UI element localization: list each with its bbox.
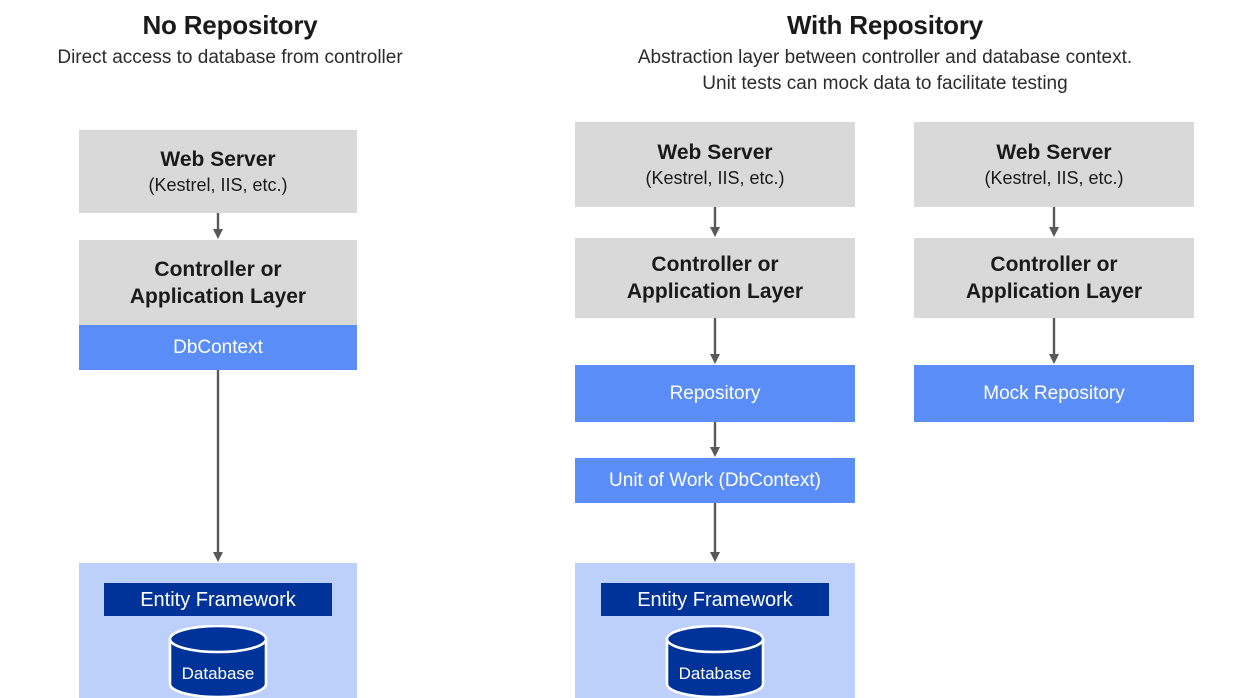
middle-entity-framework-group: Entity Framework Database bbox=[575, 563, 855, 698]
right-web-server-subtitle: (Kestrel, IIS, etc.) bbox=[984, 168, 1124, 188]
left-controller-line-1: Controller or bbox=[154, 257, 282, 281]
middle-arrow-repository-to-unit-of-work bbox=[707, 422, 723, 458]
right-web-server-box[interactable]: Web Server (Kestrel, IIS, etc.) bbox=[914, 122, 1194, 207]
left-entity-framework-group: Entity Framework Database bbox=[79, 563, 357, 698]
right-mock-repository-box[interactable]: Mock Repository bbox=[914, 365, 1194, 422]
left-web-server-title: Web Server bbox=[160, 148, 276, 171]
middle-web-server-subtitle: (Kestrel, IIS, etc.) bbox=[645, 168, 785, 188]
left-entity-framework-bar[interactable]: Entity Framework bbox=[104, 583, 332, 616]
middle-entity-framework-label: Entity Framework bbox=[637, 588, 793, 611]
left-entity-framework-label: Entity Framework bbox=[140, 588, 296, 611]
left-controller-box[interactable]: Controller or Application Layer bbox=[79, 240, 357, 325]
column-header-with-repository: With Repository Abstraction layer betwee… bbox=[575, 8, 1195, 97]
column-header-no-repository: No Repository Direct access to database … bbox=[0, 8, 460, 71]
middle-arrow-webserver-to-controller bbox=[707, 207, 723, 238]
right-mock-repository-label: Mock Repository bbox=[983, 383, 1125, 404]
left-arrow-dbcontext-to-entity-framework bbox=[210, 370, 226, 563]
middle-controller-line-1: Controller or bbox=[651, 253, 779, 276]
no-repository-subtitle-line-1: Direct access to database from controlle… bbox=[57, 47, 403, 68]
left-dbcontext-box[interactable]: DbContext bbox=[79, 325, 357, 370]
right-web-server-title: Web Server bbox=[996, 141, 1112, 164]
middle-arrow-controller-to-repository bbox=[707, 318, 723, 365]
no-repository-title: No Repository bbox=[142, 10, 318, 40]
left-arrow-webserver-to-controller bbox=[210, 213, 226, 240]
with-repository-title: With Repository bbox=[786, 10, 984, 40]
right-arrow-controller-to-mock-repository bbox=[1046, 318, 1062, 365]
left-database-cylinder[interactable]: Database bbox=[167, 624, 269, 698]
middle-web-server-title: Web Server bbox=[657, 141, 773, 164]
left-dbcontext-label: DbContext bbox=[173, 337, 263, 358]
middle-web-server-box[interactable]: Web Server (Kestrel, IIS, etc.) bbox=[575, 122, 855, 207]
middle-database-cylinder[interactable]: Database bbox=[664, 624, 766, 698]
left-web-server-subtitle: (Kestrel, IIS, etc.) bbox=[148, 175, 288, 195]
right-controller-line-2: Application Layer bbox=[965, 280, 1143, 303]
left-controller-line-2: Application Layer bbox=[129, 284, 307, 308]
middle-unit-of-work-box[interactable]: Unit of Work (DbContext) bbox=[575, 458, 855, 503]
middle-arrow-unit-of-work-to-entity-framework bbox=[707, 503, 723, 563]
right-arrow-webserver-to-controller bbox=[1046, 207, 1062, 238]
middle-entity-framework-bar[interactable]: Entity Framework bbox=[601, 583, 829, 616]
middle-controller-box[interactable]: Controller or Application Layer bbox=[575, 238, 855, 318]
middle-unit-of-work-label: Unit of Work (DbContext) bbox=[609, 470, 821, 491]
middle-repository-label: Repository bbox=[669, 383, 761, 404]
with-repository-subtitle-line-1: Abstraction layer between controller and… bbox=[637, 47, 1133, 68]
right-controller-line-1: Controller or bbox=[990, 253, 1118, 276]
left-web-server-box[interactable]: Web Server (Kestrel, IIS, etc.) bbox=[79, 130, 357, 213]
middle-controller-line-2: Application Layer bbox=[626, 280, 804, 303]
right-controller-box[interactable]: Controller or Application Layer bbox=[914, 238, 1194, 318]
middle-repository-box[interactable]: Repository bbox=[575, 365, 855, 422]
with-repository-subtitle-line-2: Unit tests can mock data to facilitate t… bbox=[702, 73, 1068, 94]
